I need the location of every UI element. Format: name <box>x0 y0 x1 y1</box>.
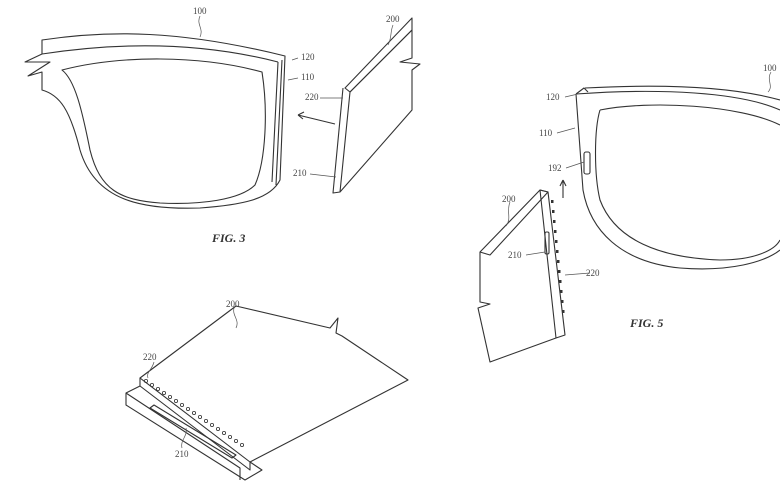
fig5-arrow <box>559 179 567 198</box>
fig3-arrow <box>297 111 336 125</box>
label-200: 200 <box>502 194 516 204</box>
label-120: 120 <box>546 92 560 102</box>
fig5: 100 120 110 192 200 210 220 FIG. 5 <box>477 63 780 363</box>
fig3-caption: FIG. 3 <box>211 231 245 245</box>
label-100: 100 <box>763 63 777 73</box>
connector-pins <box>143 378 244 447</box>
label-110: 110 <box>301 72 315 82</box>
label-210: 210 <box>293 168 307 178</box>
fig5-module <box>477 189 566 363</box>
fig3-module <box>332 17 421 194</box>
fig3-eyeglass-frame <box>24 33 286 209</box>
label-220: 220 <box>305 92 319 102</box>
label-120: 120 <box>301 52 315 62</box>
label-200: 200 <box>386 14 400 24</box>
label-192: 192 <box>548 163 562 173</box>
label-220: 220 <box>586 268 600 278</box>
fig5-eyeglass-frame <box>575 85 780 270</box>
label-200: 200 <box>226 299 240 309</box>
label-210: 210 <box>508 250 522 260</box>
label-110: 110 <box>539 128 553 138</box>
fig3: 100 120 110 200 220 210 FIG. 3 <box>24 6 421 245</box>
fig5-caption: FIG. 5 <box>629 316 663 330</box>
label-220: 220 <box>143 352 157 362</box>
label-210: 210 <box>175 449 189 459</box>
fig4: 200 220 210 <box>125 299 409 481</box>
label-100: 100 <box>193 6 207 16</box>
